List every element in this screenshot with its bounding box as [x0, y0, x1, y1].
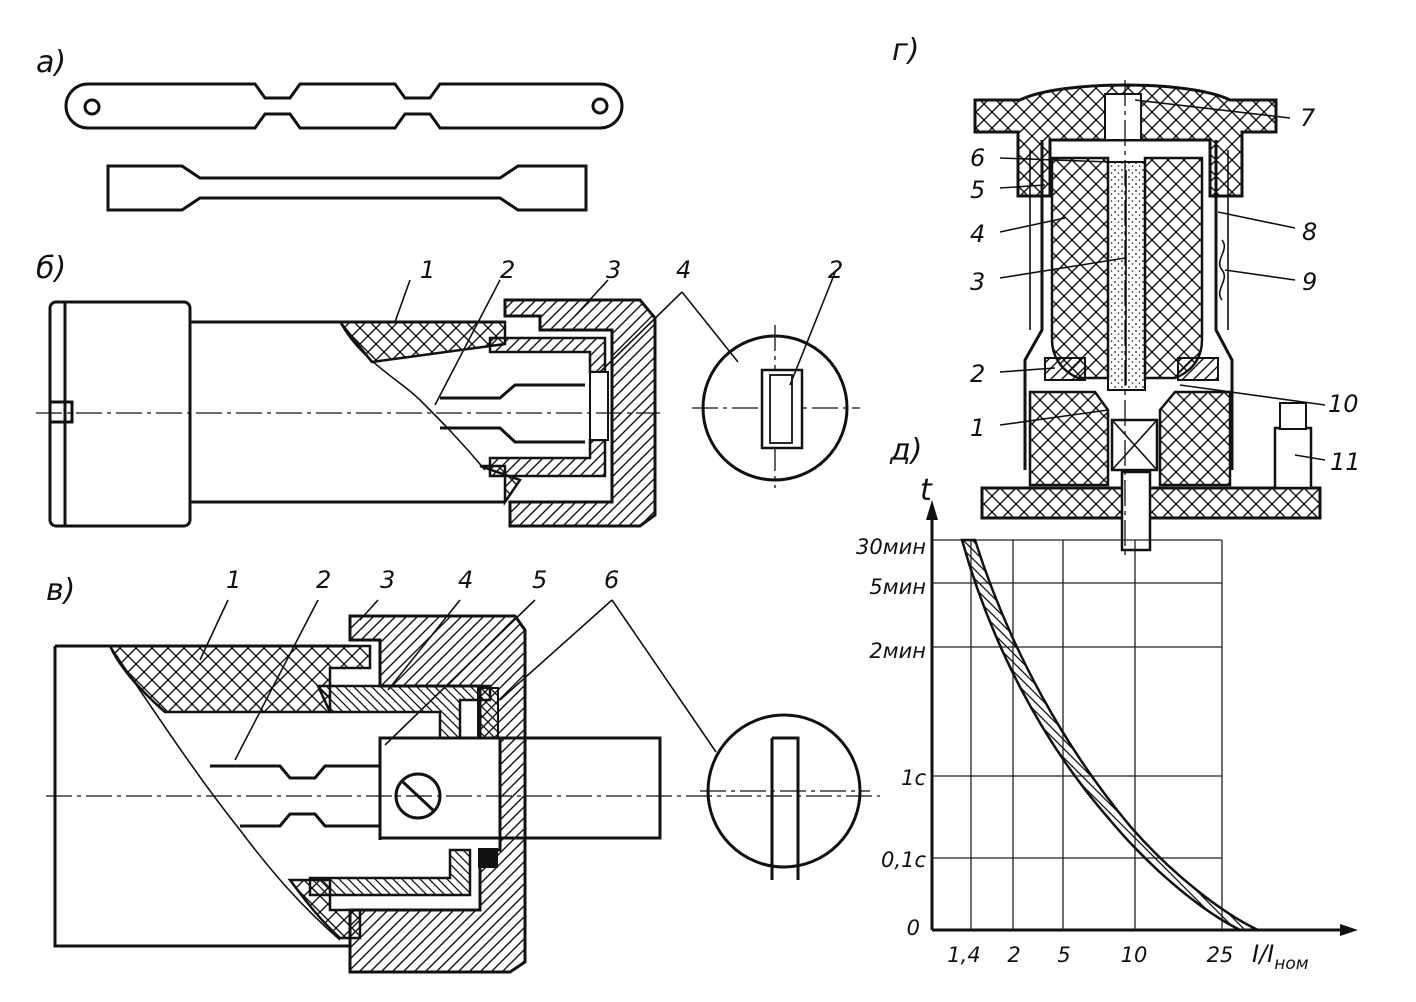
fig-g-label-5: 5	[970, 176, 985, 204]
panel-g: г)	[892, 33, 1361, 560]
x-tick-2: 2	[1007, 943, 1020, 967]
tube-wall-section	[337, 320, 507, 364]
panel-b: б) 1 2 3 4 2	[36, 251, 860, 528]
panel-a-label: а)	[36, 45, 66, 80]
ferrule-v	[316, 684, 492, 740]
mounting-hole-left	[83, 98, 101, 116]
fig-b-label-4: 4	[676, 256, 691, 284]
panel-b-label: б)	[36, 251, 66, 286]
panel-g-label: г)	[892, 33, 919, 68]
fig-v-label-4: 4	[458, 566, 473, 594]
y-tick-0: 0	[907, 916, 920, 940]
fig-b-label-2-detail: 2	[828, 256, 843, 284]
y-tick-2min: 2мин	[869, 639, 926, 663]
fuse-element-v	[210, 764, 385, 828]
tube-wall-section-v	[108, 644, 372, 714]
fig-g-label-11: 11	[1330, 448, 1361, 476]
x-axis-label-main: I/I	[1252, 940, 1274, 968]
y-tick-1s: 1с	[901, 766, 926, 790]
fig-v-label-1: 1	[226, 566, 241, 594]
fig-g-label-3: 3	[970, 268, 985, 296]
panel-d-chart: д) t I/Iном 30мин 5мин 2мин 1с 0,1с 0 1,…	[856, 433, 1358, 974]
fig-v-label-3: 3	[380, 566, 395, 594]
fig-g-label-1: 1	[970, 414, 985, 442]
fig-g-label-8: 8	[1302, 218, 1317, 246]
fig-v-label-2: 2	[316, 566, 331, 594]
fig-g-label-7: 7	[1300, 104, 1316, 132]
contact-ferrule	[488, 336, 607, 374]
panel-v-label: в)	[46, 573, 75, 608]
panel-d-label: д)	[889, 433, 922, 468]
x-tick-25: 25	[1207, 943, 1234, 967]
y-tick-0-1s: 0,1с	[881, 848, 926, 872]
fuse-link-narrowed	[106, 164, 588, 212]
fig-g-label-9: 9	[1302, 268, 1317, 296]
x-axis-label-sub: ном	[1274, 954, 1309, 974]
x-axis-label: I/Iном	[1252, 940, 1309, 974]
base-block	[1028, 390, 1110, 487]
fig-v-label-6: 6	[604, 566, 619, 594]
y-tick-30min: 30мин	[856, 535, 926, 559]
panel-v: в) 1 2 3 4 5 6	[46, 566, 880, 974]
y-axis-label: t	[920, 473, 933, 508]
fuse-link-notched	[64, 82, 624, 130]
fig-b-label-1: 1	[420, 256, 435, 284]
cap-top	[973, 83, 1278, 198]
x-tick-5: 5	[1057, 943, 1070, 967]
end-cap	[48, 300, 192, 528]
x-tick-10: 10	[1121, 943, 1148, 967]
porcelain-shell	[1023, 140, 1234, 470]
fig-b-label-3: 3	[606, 256, 621, 284]
y-tick-5min: 5мин	[869, 575, 926, 599]
fig-g-label-6: 6	[970, 144, 985, 172]
time-current-band	[960, 538, 1259, 932]
fig-g-label-2: 2	[970, 360, 985, 388]
mounting-hole-right	[591, 97, 609, 115]
panel-a: а)	[36, 45, 624, 212]
fig-g-label-10: 10	[1328, 390, 1359, 418]
x-tick-1-4: 1,4	[947, 943, 980, 967]
fig-b-label-2: 2	[500, 256, 515, 284]
fig-g-label-4: 4	[970, 220, 985, 248]
terminal-stud	[1273, 426, 1313, 490]
fig-v-label-5: 5	[532, 566, 547, 594]
fuse-element	[440, 383, 585, 444]
